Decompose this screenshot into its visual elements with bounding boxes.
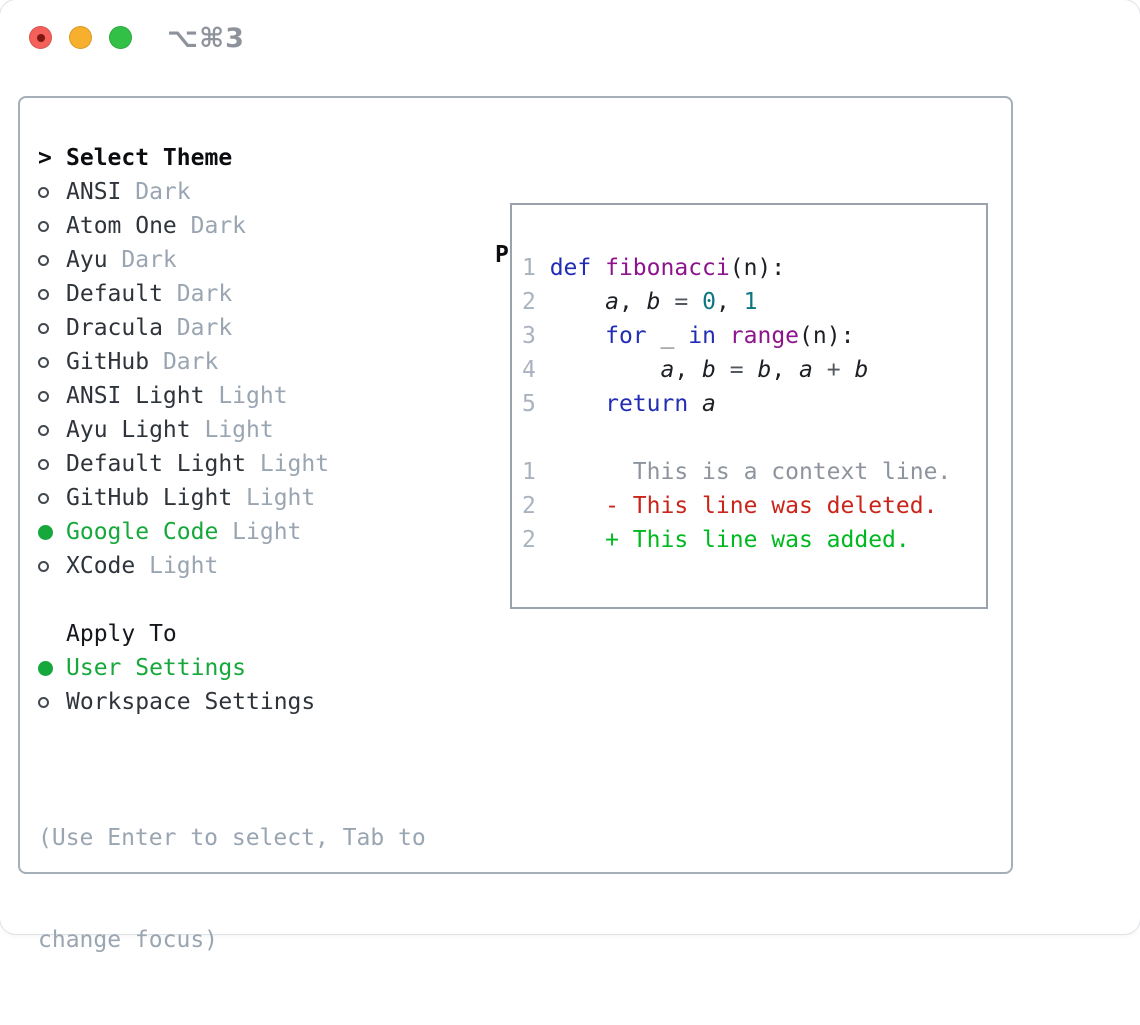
apply-option-user-settings[interactable]: User Settings [38, 651, 426, 685]
code-line: 2 + This line was added. [522, 527, 910, 553]
theme-variant: Light [246, 485, 316, 511]
code-line: 2 - This line was deleted. [522, 493, 938, 519]
radio-icon [38, 288, 66, 300]
theme-option-ansi[interactable]: ANSI Dark [38, 175, 426, 209]
radio-icon [38, 186, 66, 198]
theme-name: GitHub Light [66, 485, 233, 511]
theme-option-default-light[interactable]: Default Light Light [38, 447, 426, 481]
apply-option-label: Workspace Settings [66, 689, 316, 715]
select-theme-title: Select Theme [66, 145, 233, 171]
help-text: (Use Enter to select, Tab to change focu… [38, 753, 426, 1025]
theme-option-ayu-light[interactable]: Ayu Light Light [38, 413, 426, 447]
theme-variant: Light [204, 417, 274, 443]
theme-name: Ayu Light [66, 417, 191, 443]
theme-option-ansi-light[interactable]: ANSI Light Light [38, 379, 426, 413]
line-number: 2 [522, 289, 550, 315]
line-number: 5 [522, 391, 550, 417]
window-title: ⌥⌘3 [167, 23, 245, 54]
line-number: 2 [522, 527, 550, 553]
theme-variant: Dark [135, 179, 191, 205]
theme-option-ayu[interactable]: Ayu Dark [38, 243, 426, 277]
theme-name: XCode [66, 553, 136, 579]
radio-icon [38, 560, 66, 572]
theme-option-atom-one[interactable]: Atom One Dark [38, 209, 426, 243]
radio-icon [38, 254, 66, 266]
radio-selected-icon [38, 524, 66, 540]
code-line: 1 def fibonacci(n): [522, 255, 786, 281]
theme-name: Google Code [66, 519, 219, 545]
theme-option-github[interactable]: GitHub Dark [38, 345, 426, 379]
radio-icon [38, 458, 66, 470]
theme-option-dracula[interactable]: Dracula Dark [38, 311, 426, 345]
line-number: 4 [522, 357, 550, 383]
close-button[interactable] [29, 26, 52, 49]
radio-selected-icon [38, 660, 66, 676]
line-number: 1 [522, 255, 550, 281]
theme-name: Ayu [66, 247, 108, 273]
theme-variant: Dark [176, 281, 233, 307]
close-dot-icon [36, 33, 45, 42]
theme-option-github-light[interactable]: GitHub Light Light [38, 481, 426, 515]
help-line-2: change focus) [38, 927, 219, 953]
radio-icon [38, 492, 66, 504]
line-number: 2 [522, 493, 550, 519]
select-theme-header: > Select Theme [38, 141, 426, 175]
radio-icon [38, 322, 66, 334]
theme-variant: Light [259, 451, 330, 477]
code-line: 5 return a [522, 391, 716, 417]
theme-name: Default [66, 281, 163, 307]
line-number: 3 [522, 323, 550, 349]
theme-variant: Dark [176, 315, 233, 341]
theme-variant: Dark [162, 349, 219, 375]
theme-variant: Light [218, 383, 288, 409]
radio-icon [38, 390, 66, 402]
theme-variant: Light [149, 553, 219, 579]
theme-option-xcode[interactable]: XCode Light [38, 549, 426, 583]
line-number: 1 [522, 459, 550, 485]
theme-variant: Light [232, 519, 302, 545]
apply-to-title: Apply To [66, 621, 177, 647]
radio-icon [38, 220, 66, 232]
radio-icon [38, 356, 66, 368]
theme-option-google-code[interactable]: Google Code Light [38, 515, 426, 549]
code-line: 1 This is a context line. [522, 459, 952, 485]
code-line: 4 a, b = b, a + b [522, 357, 869, 383]
theme-name: ANSI Light [66, 383, 205, 409]
radio-icon [38, 696, 66, 708]
theme-variant: Dark [190, 213, 247, 239]
theme-name: ANSI [66, 179, 122, 205]
zoom-button[interactable] [109, 26, 132, 49]
preview-code-box: 1 def fibonacci(n): 2 a, b = 0, 1 3 for _ … [510, 203, 988, 609]
help-line-1: (Use Enter to select, Tab to [38, 825, 426, 851]
apply-to-header: Apply To [38, 617, 426, 651]
theme-name: GitHub [66, 349, 150, 375]
radio-icon [38, 424, 66, 436]
theme-option-default[interactable]: Default Dark [38, 277, 426, 311]
title-bar: ⌥⌘3 [0, 0, 1140, 76]
cursor-icon: > [38, 145, 52, 171]
code-line: 3 for _ in range(n): [522, 323, 855, 349]
spacer [38, 719, 426, 753]
code-line: 2 a, b = 0, 1 [522, 289, 758, 315]
apply-option-label: User Settings [66, 655, 247, 681]
theme-name: Atom One [66, 213, 177, 239]
spacer [38, 583, 426, 617]
apply-option-workspace-settings[interactable]: Workspace Settings [38, 685, 426, 719]
theme-name: Dracula [66, 315, 163, 341]
theme-variant: Dark [121, 247, 177, 273]
minimize-button[interactable] [69, 26, 92, 49]
blank-line [522, 421, 978, 455]
theme-name: Default Light [66, 451, 247, 477]
